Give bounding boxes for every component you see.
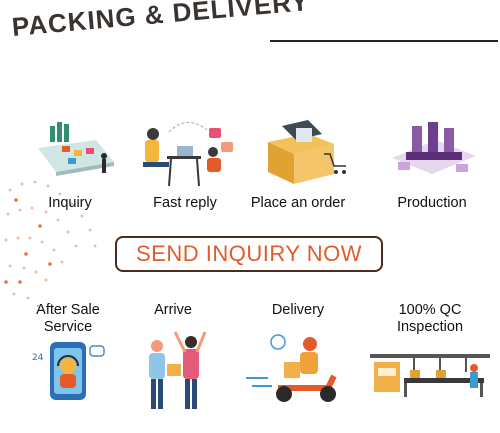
step-label: Fast reply — [153, 195, 217, 211]
dotted-globe-decoration — [4, 180, 97, 308]
step-label: Arrive — [154, 302, 192, 318]
step-label: After Sale Service — [36, 302, 100, 335]
chat-desk-icon — [143, 122, 233, 187]
box-cart-icon — [268, 120, 346, 184]
package-handover-icon — [149, 331, 207, 409]
support-agent-icon: 24 — [32, 342, 105, 400]
step-label: 100% QC Inspection — [396, 302, 464, 335]
title-underline — [270, 40, 498, 42]
page-title: PACKING & DELIVERY — [10, 0, 311, 42]
svg-text:24: 24 — [32, 353, 44, 363]
assembly-line-icon — [370, 354, 490, 397]
step-label: Inquiry — [48, 195, 92, 211]
send-inquiry-button[interactable]: SEND INQUIRY NOW — [115, 236, 383, 272]
factory-machine-icon — [392, 122, 476, 174]
step-label: Production — [397, 195, 467, 211]
step-label: Place an order — [250, 195, 346, 211]
laptop-shop-icon — [38, 122, 114, 176]
scooter-courier-icon — [246, 334, 337, 402]
step-label: Delivery — [271, 302, 325, 318]
